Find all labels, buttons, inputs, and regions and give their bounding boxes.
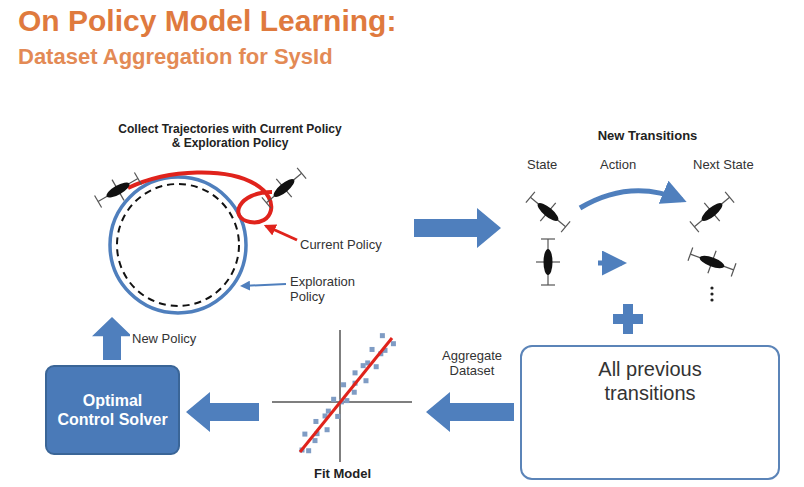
stage-panel: New Transitions — [515, 128, 780, 298]
dataset-box: All previous transitions — [520, 345, 780, 480]
quadrotor-icon — [523, 188, 574, 236]
action-arrow — [598, 261, 622, 266]
data-point — [306, 448, 311, 453]
exploration-trajectory — [110, 177, 246, 313]
leader-line — [242, 284, 286, 286]
fit-line — [300, 338, 392, 452]
slide-subtitle: Dataset Aggregation for SysId — [18, 44, 333, 69]
leader-line — [266, 226, 297, 240]
data-point — [335, 414, 340, 419]
slide-title: On Policy Model Learning: — [18, 4, 396, 39]
data-point — [363, 378, 368, 383]
data-point — [380, 333, 385, 338]
flow-arrow — [414, 208, 501, 248]
node-text: All previous transitions — [580, 357, 720, 405]
plot-axis — [339, 330, 341, 462]
node-text: Fit Model — [314, 466, 371, 482]
node-text: Collect Trajectories with Current Policy… — [115, 122, 345, 151]
data-point — [331, 397, 336, 402]
column-header: Next State — [693, 158, 754, 173]
quadrotor-icon — [536, 239, 560, 285]
data-point — [325, 427, 330, 432]
action-arrow — [580, 191, 682, 208]
callout-label: Current Policy — [300, 238, 382, 253]
data-point — [313, 419, 318, 424]
data-point — [312, 438, 317, 443]
node-text: Optimal Control Solver — [57, 391, 168, 429]
column-header: Action — [600, 158, 636, 173]
process-box: Optimal Control Solver — [45, 365, 180, 455]
stage-panel: Collect Trajectories with Current Policy… — [60, 122, 400, 312]
quadrotor-icon — [259, 164, 310, 212]
plus-sign — [623, 304, 633, 334]
data-point — [353, 370, 358, 375]
edge-label: Aggregate Dataset — [432, 348, 512, 380]
flow-arrow — [426, 392, 514, 432]
flow-arrow — [186, 392, 259, 432]
policy-trajectory — [128, 172, 272, 222]
data-point — [391, 341, 396, 346]
data-point — [374, 364, 379, 369]
quadrotor-icon — [686, 243, 737, 281]
quadrotor-icon — [92, 168, 144, 212]
data-point — [352, 390, 357, 395]
data-point — [302, 432, 307, 437]
flow-arrow — [92, 317, 132, 360]
node-text: New Transitions — [598, 128, 698, 144]
callout-label: Exploration Policy — [290, 275, 370, 305]
reference-trajectory — [117, 184, 239, 306]
plot-panel: Fit Model — [265, 322, 420, 482]
data-point — [361, 363, 366, 368]
data-point — [341, 382, 346, 387]
data-point — [370, 347, 375, 352]
quadrotor-icon — [687, 188, 738, 236]
edge-label: New Policy — [130, 331, 198, 348]
column-header: State — [527, 158, 557, 173]
data-point — [344, 398, 349, 403]
